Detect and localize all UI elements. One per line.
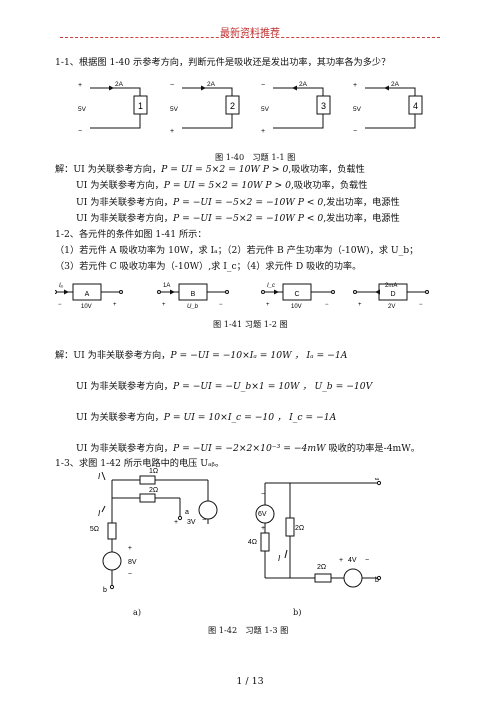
- svg-text:2A: 2A: [115, 81, 124, 88]
- q1-question: 1-1、根据图 1-40 示参考方向，判断元件是吸收还是发出功率，其功率各为多少…: [55, 57, 391, 68]
- svg-text:A: A: [85, 291, 90, 298]
- element-4: 4 2A + 5V −: [353, 81, 423, 135]
- svg-text:−: −: [128, 571, 132, 578]
- figure-1-42-caption: 图 1-42 习题 1-3 图: [208, 625, 289, 635]
- svg-text:−: −: [353, 128, 357, 135]
- svg-text:5V: 5V: [353, 106, 362, 113]
- svg-text:+: +: [174, 519, 178, 526]
- svg-text:C: C: [294, 291, 299, 298]
- svg-text:10V: 10V: [81, 304, 92, 310]
- svg-text:+: +: [78, 82, 82, 89]
- svg-text:−: −: [261, 491, 265, 498]
- circuit-b-label: b): [293, 607, 302, 617]
- header-rule: [60, 37, 440, 38]
- svg-text:−: −: [78, 128, 82, 135]
- svg-text:−: −: [419, 302, 423, 308]
- svg-text:+: +: [266, 302, 270, 308]
- page-number: 1 / 13: [236, 676, 264, 687]
- svg-text:2Ω: 2Ω: [149, 487, 158, 494]
- svg-text:+: +: [170, 128, 174, 135]
- svg-text:U_b: U_b: [187, 304, 199, 310]
- svg-text:10V: 10V: [291, 304, 302, 310]
- svg-text:4Ω: 4Ω: [248, 539, 257, 546]
- q1-answer-2: UI 为关联参考方向，P = UI = 5×2 = 10W P > 0,吸收功率…: [76, 180, 368, 191]
- svg-text:2A: 2A: [207, 81, 216, 88]
- svg-text:2Ω: 2Ω: [295, 525, 304, 532]
- svg-text:2A: 2A: [299, 81, 308, 88]
- element-1-num: 1: [138, 101, 143, 111]
- element-4-num: 4: [413, 101, 418, 111]
- element-1: 1 2A + 5V −: [78, 81, 148, 135]
- svg-text:3V: 3V: [187, 519, 196, 526]
- svg-text:5V: 5V: [261, 106, 270, 113]
- svg-text:D: D: [390, 291, 395, 298]
- q2-answer-1: 解：UI 为非关联参考方向，P = −UI = −10×Iₐ = 10W ， I…: [55, 350, 348, 361]
- q2-answer-4: UI 为非关联参考方向，P = −UI = −2×2×10⁻³ = −4mW 吸…: [76, 443, 420, 454]
- q2-answer-3: UI 为关联参考方向，P = UI = 10×I_c = −10 ， I_c =…: [76, 412, 337, 423]
- svg-text:2Ω: 2Ω: [317, 564, 326, 571]
- element-2-num: 2: [230, 101, 235, 111]
- svg-text:−: −: [170, 82, 174, 89]
- svg-text:4V: 4V: [348, 557, 357, 564]
- svg-text:2A: 2A: [391, 81, 400, 88]
- q1-answer-1: 解：UI 为关联参考方向，P = UI = 5×2 = 10W P > 0,吸收…: [55, 164, 365, 175]
- svg-text:b: b: [375, 577, 379, 584]
- svg-text:2V: 2V: [388, 304, 395, 310]
- svg-text:+: +: [261, 128, 265, 135]
- svg-text:a: a: [375, 478, 379, 482]
- svg-text:8V: 8V: [128, 559, 137, 566]
- svg-text:I: I: [98, 472, 101, 481]
- svg-text:−: −: [365, 557, 369, 564]
- element-C: C I_c 10V + −: [261, 283, 335, 310]
- page-header: 最新资料推荐: [220, 28, 280, 39]
- svg-text:5Ω: 5Ω: [90, 526, 99, 533]
- svg-text:+: +: [358, 302, 362, 308]
- figure-1-40-caption: 图 1-40 习题 1-1 图: [215, 152, 296, 162]
- q2-title: 1-2、各元件的条件如图 1-41 所示：: [55, 229, 207, 240]
- svg-text:6V: 6V: [258, 511, 267, 518]
- element-A: A Iₐ 10V − +: [55, 283, 123, 310]
- element-3-num: 3: [321, 101, 326, 111]
- svg-text:+: +: [339, 557, 343, 564]
- svg-text:I: I: [278, 554, 281, 563]
- figure-1-41-caption: 图 1-41 习题 1-2 图: [213, 319, 288, 329]
- figure-1-41: A Iₐ 10V − + B 1A U_b + − C I_c 10V + − …: [55, 283, 429, 310]
- q2-line-1: （1）若元件 A 吸收功率为 10W，求 Iₐ；（2）若元件 B 产生功率为（-…: [55, 245, 419, 256]
- svg-text:−: −: [219, 302, 223, 308]
- svg-text:a: a: [185, 509, 189, 516]
- element-B: B 1A U_b + −: [157, 283, 229, 310]
- svg-text:−: −: [202, 517, 206, 524]
- svg-text:5V: 5V: [170, 106, 179, 113]
- svg-text:−: −: [261, 82, 265, 89]
- q1-answer-3: UI 为非关联参考方向，P = −UI = −5×2 = −10W P < 0,…: [76, 197, 400, 208]
- circuit-a-label: a): [133, 607, 142, 617]
- svg-text:2mA: 2mA: [385, 283, 397, 289]
- circuit-b: − 6V + 2Ω 4Ω I 2Ω + 4V − a b: [248, 478, 382, 588]
- q1-answer-4: UI 为非关联参考方向，P = −UI = −5×2 = −10W P < 0,…: [76, 213, 400, 224]
- svg-text:I_c: I_c: [267, 283, 275, 289]
- svg-text:1Ω: 1Ω: [149, 468, 158, 475]
- svg-text:+: +: [162, 302, 166, 308]
- q2-answer-2: UI 为非关联参考方向，P = −UI = −U_b×1 = 10W ， U_b…: [76, 381, 373, 392]
- element-3: 3 2A − 5V +: [261, 81, 331, 135]
- element-2: 2 2A − 5V +: [170, 81, 240, 135]
- svg-text:−: −: [325, 302, 329, 308]
- svg-text:I: I: [98, 509, 101, 518]
- svg-text:+: +: [353, 82, 357, 89]
- svg-text:Iₐ: Iₐ: [59, 283, 63, 289]
- circuit-a: I I 1Ω 2Ω 5Ω + 8V − a + 3V − b: [90, 468, 218, 594]
- svg-text:+: +: [261, 525, 265, 532]
- svg-text:b: b: [103, 587, 107, 594]
- svg-text:+: +: [113, 302, 117, 308]
- svg-text:B: B: [191, 291, 196, 298]
- q3-title: 1-3、求图 1-42 所示电路中的电压 Uₐᵦ。: [55, 458, 225, 469]
- element-D: D 2mA 2V + −: [353, 283, 429, 310]
- q2-line-2: （3）若元件 C 吸收功率为（-10W）,求 I_c；（4）求元件 D 吸收的功…: [55, 261, 362, 272]
- svg-text:5V: 5V: [78, 106, 87, 113]
- svg-text:1A: 1A: [163, 283, 170, 289]
- svg-text:+: +: [128, 545, 132, 552]
- figure-1-40: 1 2A + 5V − 2 2A − 5V + 3 2A − 5V + 4 2A…: [78, 81, 423, 135]
- svg-text:−: −: [58, 302, 62, 308]
